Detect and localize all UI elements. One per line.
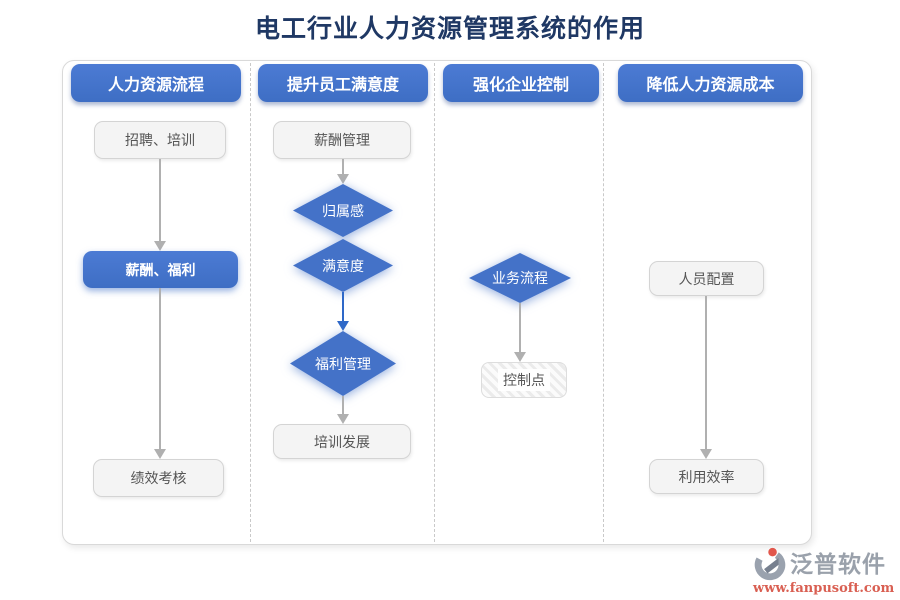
column-divider xyxy=(250,63,251,542)
fanpu-logo: 泛普软件 www.fanpusoft.com xyxy=(753,547,898,595)
flow-node: 薪酬管理 xyxy=(273,121,411,159)
down-arrow xyxy=(514,303,526,362)
down-arrow xyxy=(337,396,349,424)
column-header-cost: 降低人力资源成本 xyxy=(618,64,803,102)
diagram-board: 人力资源流程 招聘、培训 薪酬、福利 绩效考核 提升员工满意度 薪酬管理 归属感… xyxy=(62,60,812,545)
column-divider xyxy=(603,63,604,542)
decision-diamond: 满意度 xyxy=(293,239,393,292)
flow-node: 绩效考核 xyxy=(93,459,224,497)
down-arrow xyxy=(337,159,349,184)
flow-node: 培训发展 xyxy=(273,424,411,459)
decision-diamond: 业务流程 xyxy=(469,253,571,303)
page-title: 电工行业人力资源管理系统的作用 xyxy=(254,14,645,43)
column-header-control: 强化企业控制 xyxy=(443,64,599,102)
flow-node: 招聘、培训 xyxy=(94,121,226,159)
fanpu-logo-icon xyxy=(753,547,787,581)
flow-node: 利用效率 xyxy=(649,459,764,494)
flow-node: 人员配置 xyxy=(649,261,764,296)
column-header-hr-process: 人力资源流程 xyxy=(71,64,241,102)
logo-text: 泛普软件 xyxy=(790,550,886,577)
column-header-satisfaction: 提升员工满意度 xyxy=(258,64,428,102)
decision-diamond: 福利管理 xyxy=(290,331,396,396)
down-arrow xyxy=(154,288,166,459)
decision-diamond: 归属感 xyxy=(293,184,393,237)
down-arrow-blue xyxy=(337,292,349,331)
control-point-node: 控制点 xyxy=(481,362,567,398)
column-divider xyxy=(434,63,435,542)
flow-node-highlight: 薪酬、福利 xyxy=(83,251,238,288)
down-arrow xyxy=(154,159,166,251)
down-arrow xyxy=(700,296,712,459)
logo-url: www.fanpusoft.com xyxy=(753,581,895,596)
